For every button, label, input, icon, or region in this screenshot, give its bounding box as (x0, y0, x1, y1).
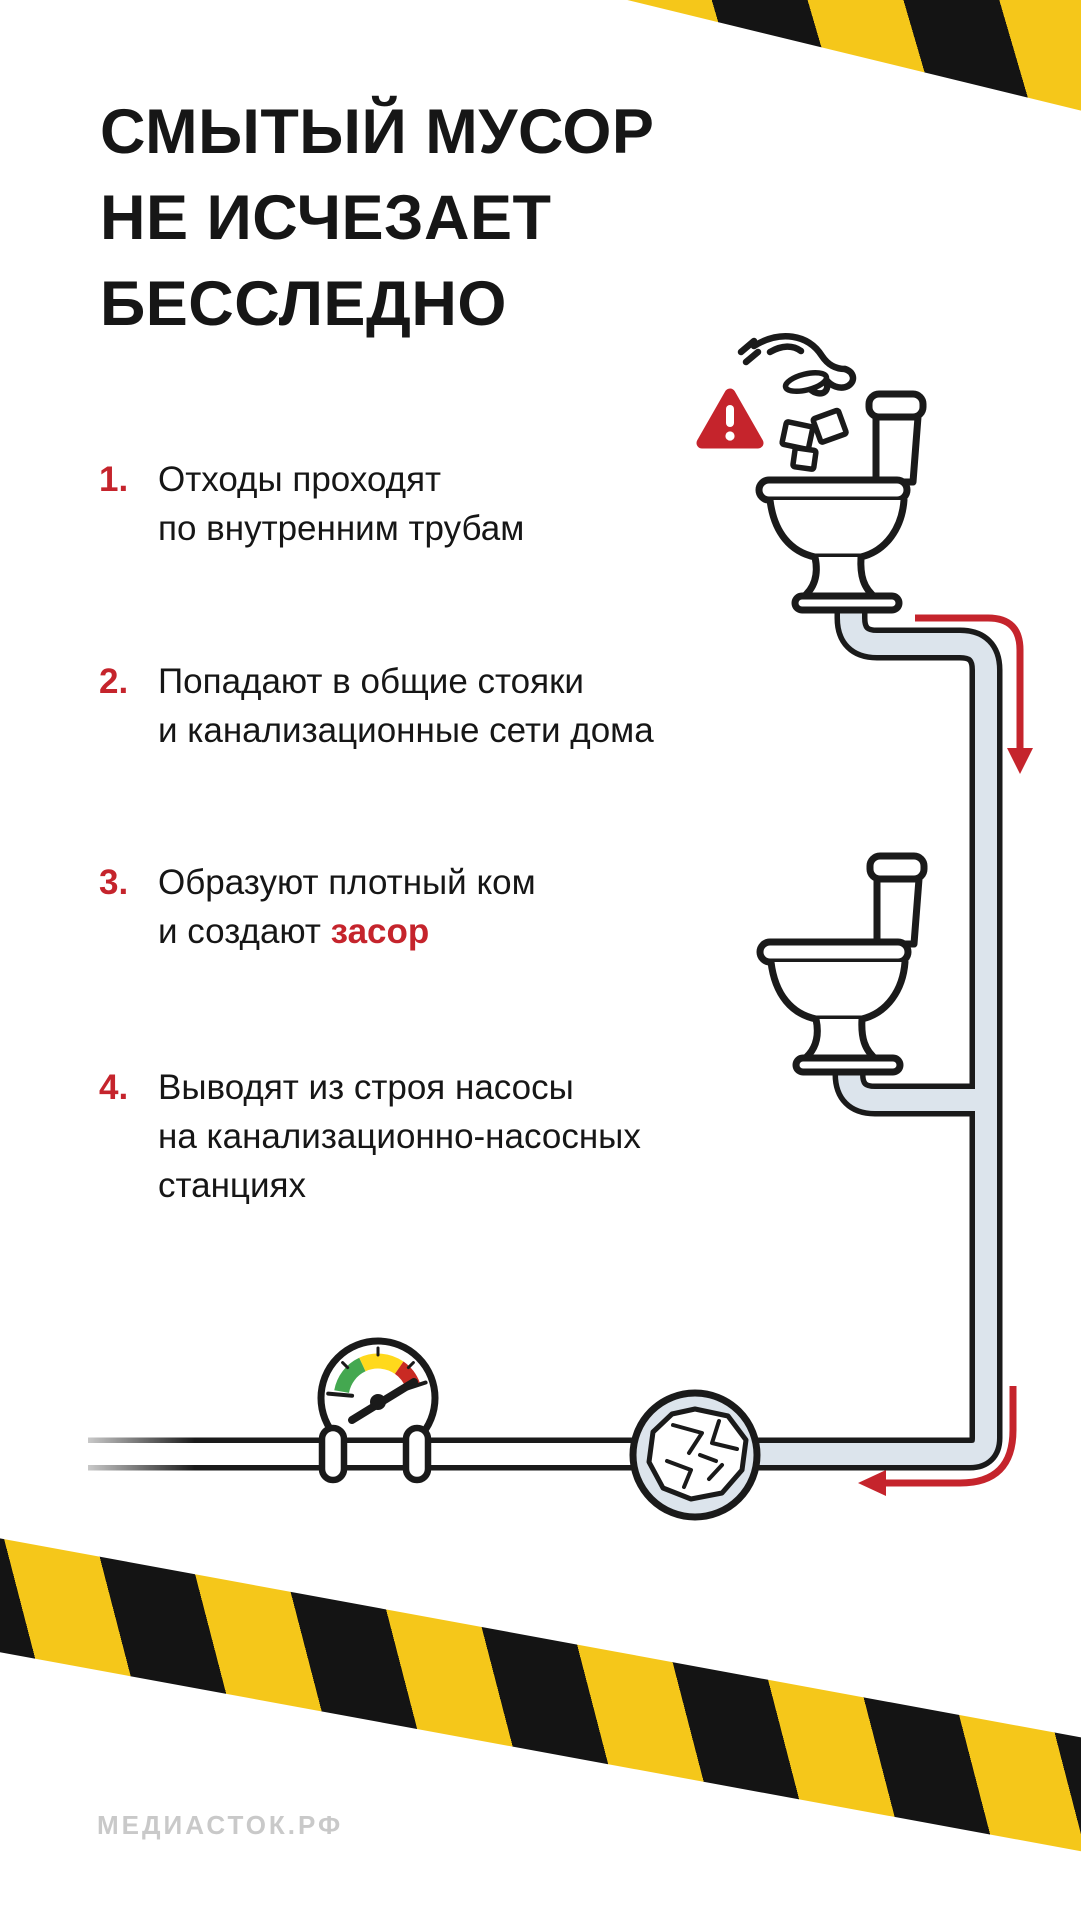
gauge-flanges (318, 1424, 432, 1484)
clog-paper-ball-icon (629, 1389, 761, 1521)
page-title: СМЫТЫЙ МУСОР НЕ ИСЧЕЗАЕТ БЕССЛЕДНО (100, 89, 654, 347)
title-line: СМЫТЫЙ МУСОР (100, 97, 655, 167)
pressure-gauge-icon (317, 1337, 439, 1459)
flow-arrow-icon-down (915, 614, 1033, 774)
step-number: 2. (99, 662, 129, 701)
flow-arrow-icon-left (858, 1386, 1017, 1496)
pipe-fade (55, 1428, 195, 1483)
step-number: 3. (99, 863, 129, 902)
toilet-icon-lower (760, 856, 924, 1072)
falling-trash-icon (779, 407, 849, 472)
warning-triangle-icon (696, 388, 764, 449)
step-number: 1. (99, 460, 129, 499)
hand-dropping-trash-icon (737, 333, 857, 397)
step-number: 4. (99, 1068, 129, 1107)
title-line: НЕ ИСЧЕЗАЕТ (100, 183, 552, 253)
title-line: БЕССЛЕДНО (100, 269, 507, 339)
watermark-mediastock: МЕДИАСТОК.РФ (97, 1810, 344, 1840)
